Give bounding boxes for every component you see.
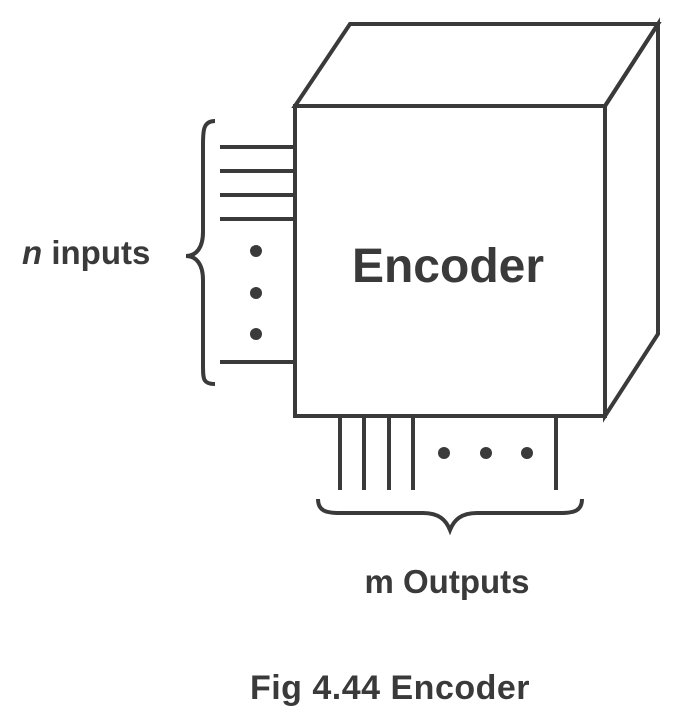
figure-caption: Fig 4.44 Encoder — [250, 669, 530, 707]
input-ellipsis — [250, 245, 262, 340]
inputs-label: n inputs — [22, 234, 150, 271]
block-top-face — [291, 22, 662, 108]
inputs-brace — [185, 119, 216, 386]
output-ellipsis — [438, 447, 533, 459]
ellipsis-dot — [521, 447, 533, 459]
inputs-label-variable: n — [22, 234, 42, 271]
ellipsis-dot — [438, 447, 450, 459]
encoder-block — [291, 17, 662, 423]
block-label: Encoder — [352, 240, 544, 293]
ellipsis-dot — [250, 328, 262, 340]
inputs-label-text: inputs — [42, 234, 150, 271]
ellipsis-dot — [480, 447, 492, 459]
block-side-face — [603, 17, 660, 423]
ellipsis-dot — [250, 287, 262, 299]
outputs-brace — [316, 498, 584, 536]
input-lines — [220, 145, 295, 364]
outputs-label: m Outputs — [365, 563, 530, 600]
ellipsis-dot — [250, 245, 262, 257]
output-lines — [338, 416, 558, 490]
